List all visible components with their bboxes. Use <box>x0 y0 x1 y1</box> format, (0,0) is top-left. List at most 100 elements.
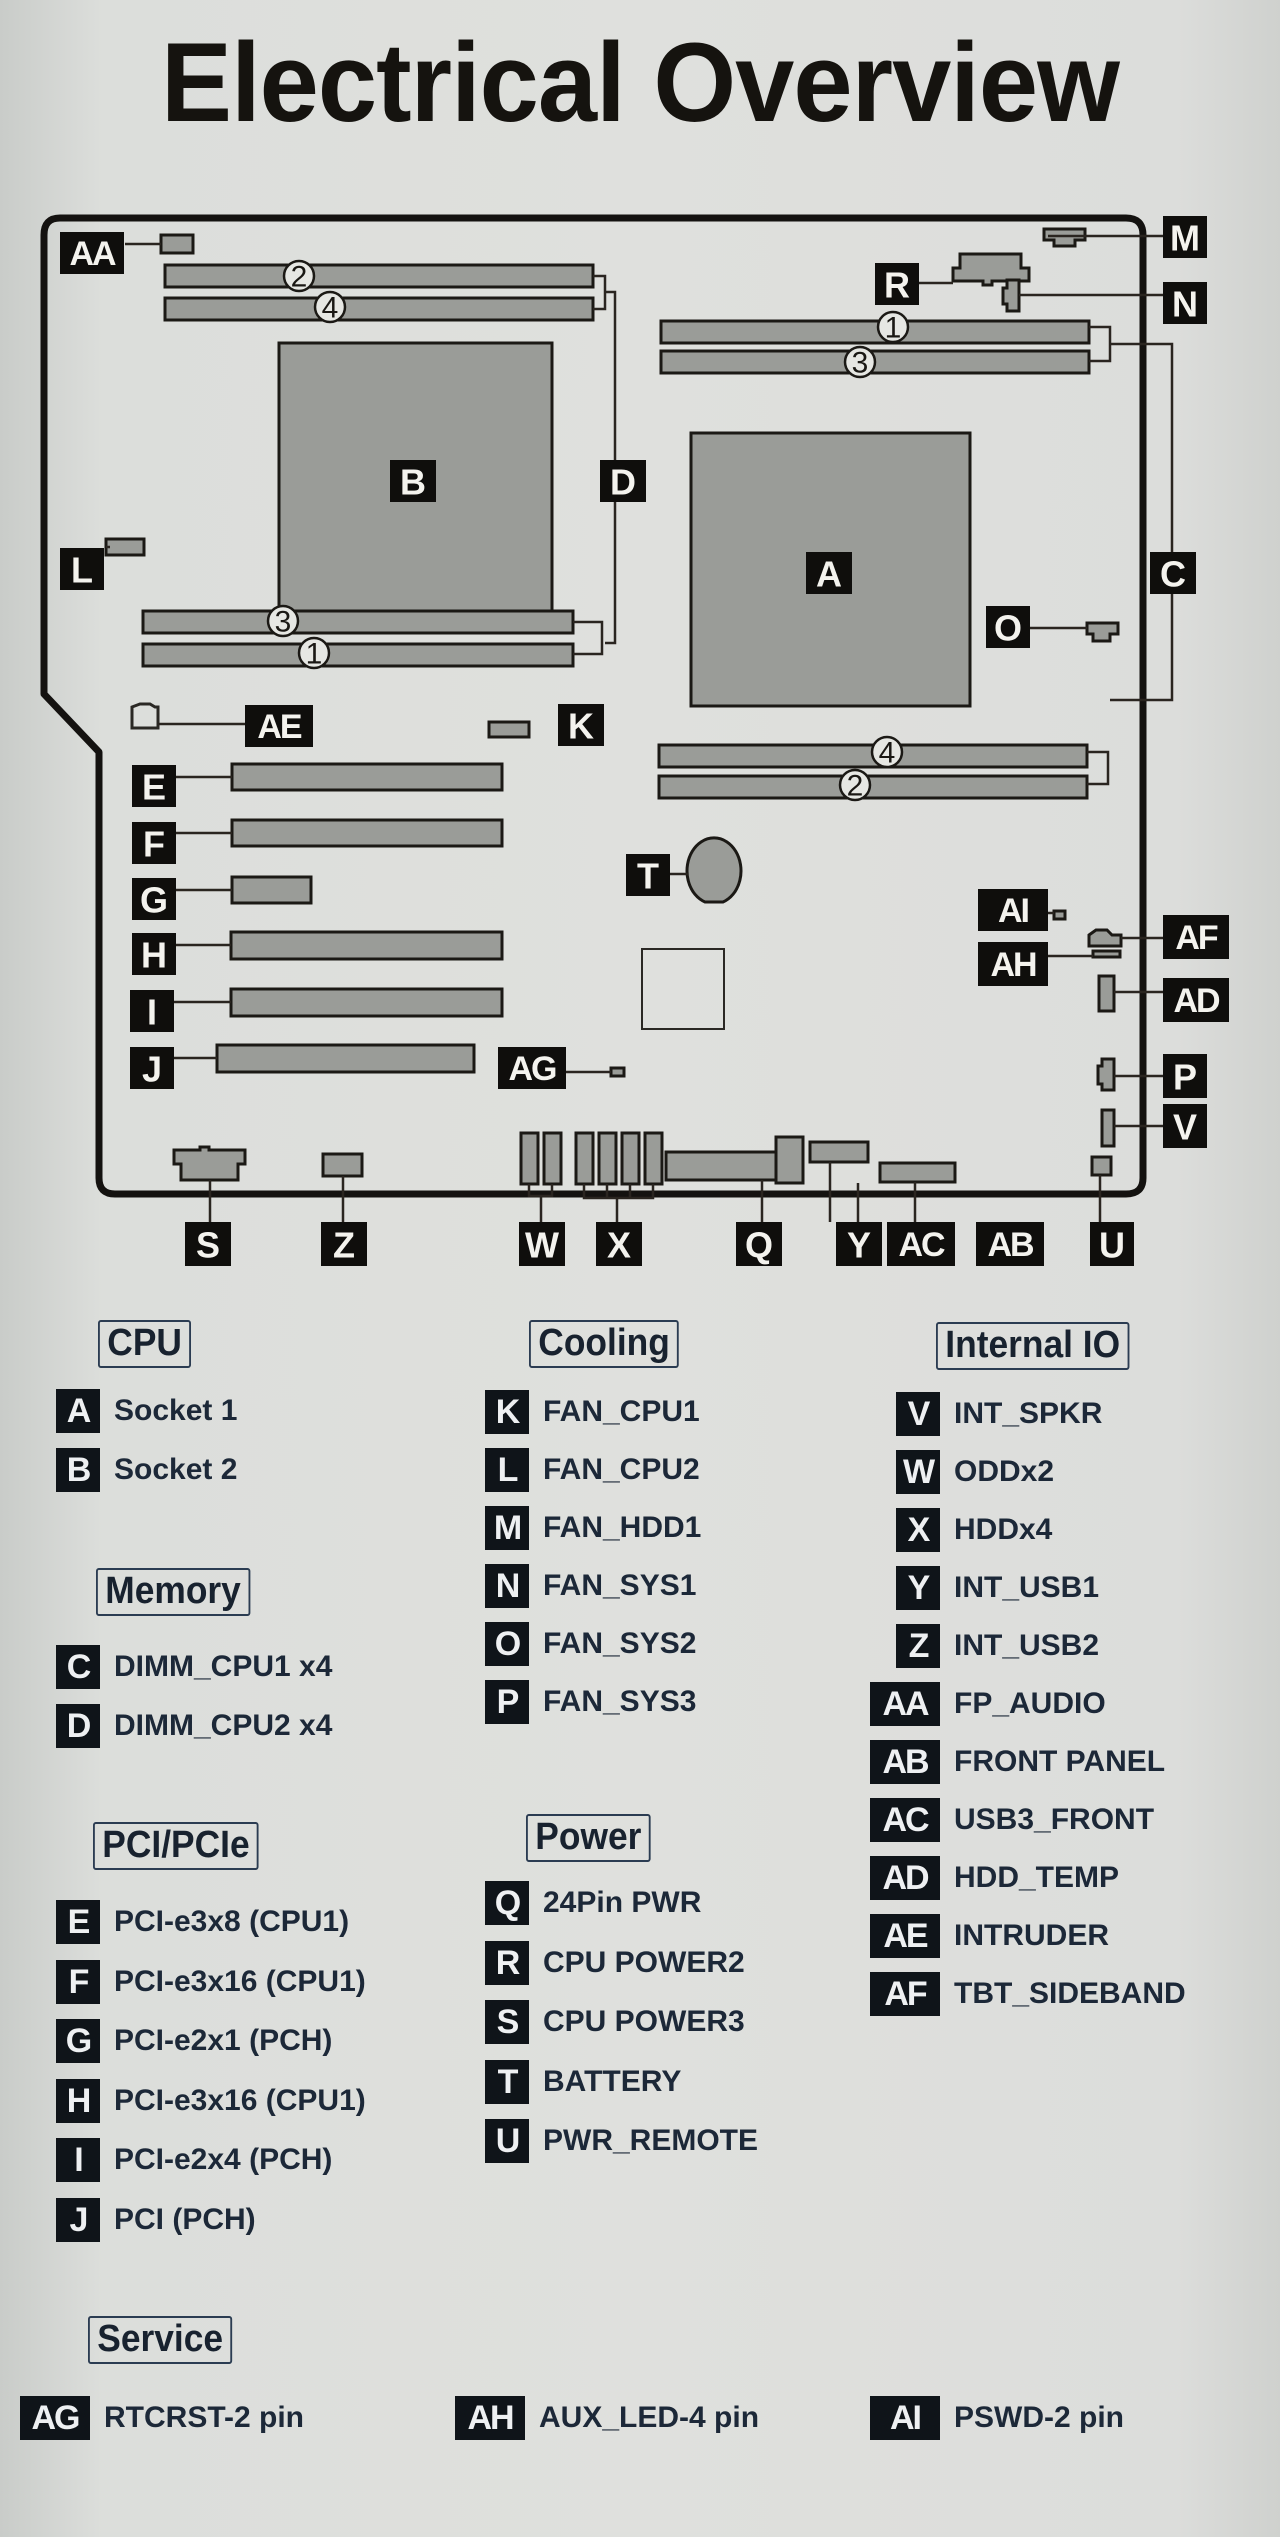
pci-slot-j[interactable] <box>215 1043 476 1074</box>
hdd-sata-3[interactable] <box>620 1131 641 1186</box>
diagram-tag-a[interactable]: A <box>806 552 852 595</box>
tag-background <box>1163 1054 1207 1098</box>
tag-background <box>626 854 670 896</box>
diagram-tag-m[interactable]: M <box>1163 216 1207 259</box>
diagram-tag-ai[interactable]: AI <box>978 889 1048 931</box>
diagram-tag-k[interactable]: K <box>558 704 604 747</box>
odd-sata-2[interactable] <box>542 1131 563 1186</box>
dimm-cpu1-slot-2[interactable] <box>657 774 1089 800</box>
diagram-tag-r[interactable]: R <box>875 263 919 306</box>
cpu-power2-connector[interactable] <box>951 252 1031 287</box>
tag-background <box>1090 1222 1134 1266</box>
int-usb2-header[interactable] <box>321 1152 364 1178</box>
pci-slot-f[interactable] <box>230 818 504 848</box>
hdd-temp-header[interactable] <box>1097 974 1116 1013</box>
diagram-tag-ab[interactable]: AB <box>976 1222 1044 1266</box>
fan-sys1-header[interactable] <box>1001 278 1021 313</box>
tag-background <box>600 460 646 502</box>
aux-led-header[interactable] <box>1091 949 1122 959</box>
pwr-remote-header[interactable] <box>1090 1155 1113 1177</box>
diagram-tag-q[interactable]: Q <box>736 1222 782 1266</box>
tag-label: C <box>1160 554 1186 595</box>
fan-cpu2-header[interactable] <box>104 537 146 557</box>
dimm-cpu1-slot-1[interactable] <box>659 319 1091 345</box>
diagram-tag-l[interactable]: L <box>60 548 104 591</box>
diagram-tag-j[interactable]: J <box>130 1047 174 1090</box>
diagram-tag-af[interactable]: AF <box>1163 915 1229 959</box>
legend-tag: N <box>485 1564 529 1608</box>
diagram-tag-p[interactable]: P <box>1163 1054 1207 1098</box>
diagram-tag-aa[interactable]: AA <box>60 232 124 274</box>
diagram-tag-e[interactable]: E <box>132 765 176 808</box>
int-spkr-header[interactable] <box>1100 1108 1116 1148</box>
diagram-tag-y[interactable]: Y <box>836 1222 882 1266</box>
legend-heading-cooling: Cooling <box>529 1320 680 1368</box>
diagram-tag-z[interactable]: Z <box>321 1222 367 1266</box>
fan-sys2-header[interactable] <box>1085 621 1120 643</box>
battery[interactable] <box>685 836 743 904</box>
diagram-tag-ae[interactable]: AE <box>245 705 313 747</box>
diagram-tag-o[interactable]: O <box>986 606 1030 649</box>
legend-label: FAN_CPU1 <box>543 1395 700 1428</box>
front-panel-header[interactable] <box>878 1161 957 1184</box>
diagram-tag-s[interactable]: S <box>185 1222 231 1266</box>
tag-background <box>132 822 176 864</box>
legend-label: 24Pin PWR <box>543 1886 702 1919</box>
tag-label: J <box>142 1049 162 1090</box>
legend-heading-memory: Memory <box>96 1568 251 1616</box>
hdd-sata-1[interactable] <box>574 1131 595 1186</box>
pswd-jumper[interactable] <box>1052 909 1067 921</box>
cpu-power3-connector[interactable] <box>172 1145 247 1182</box>
diagram-tag-v[interactable]: V <box>1163 1104 1207 1148</box>
diagram-tag-x[interactable]: X <box>596 1222 642 1266</box>
tag-background <box>1163 1104 1207 1148</box>
dimm-number-circles: 2 4 3 1 1 3 4 2 <box>266 259 910 803</box>
legend-label: DIMM_CPU1 x4 <box>114 1650 333 1683</box>
dimm-cpu2-slot-3[interactable] <box>141 609 575 635</box>
fan-sys3-header[interactable] <box>1096 1057 1116 1092</box>
pci-slot-g[interactable] <box>230 875 313 905</box>
odd-sata-1[interactable] <box>519 1131 540 1186</box>
diagram-tag-u[interactable]: U <box>1090 1222 1134 1266</box>
rtcrst-jumper[interactable] <box>609 1066 626 1078</box>
diagram-tag-h[interactable]: H <box>132 933 176 976</box>
diagram-tag-i[interactable]: I <box>130 990 174 1033</box>
fan-hdd1-header[interactable] <box>1042 227 1087 248</box>
board-outline <box>40 214 1147 1198</box>
legend-tag: W <box>896 1450 940 1494</box>
legend-tag: R <box>485 1940 529 1985</box>
diagram-tag-ac[interactable]: AC <box>887 1222 955 1266</box>
pci-slot-i[interactable] <box>229 987 504 1018</box>
diagram-tag-d[interactable]: D <box>600 460 646 503</box>
diagram-tag-ah[interactable]: AH <box>978 942 1048 986</box>
tag-label: G <box>140 880 168 921</box>
diagram-tag-f[interactable]: F <box>132 822 176 865</box>
tbt-sideband-header[interactable] <box>1087 928 1123 948</box>
diagram-tag-b[interactable]: B <box>390 460 436 503</box>
diagram-tag-w[interactable]: W <box>519 1222 565 1266</box>
pci-slot-e[interactable] <box>230 762 504 792</box>
diagram-tag-ag[interactable]: AG <box>498 1047 566 1089</box>
dimm-cpu2-slot-1[interactable] <box>141 642 575 668</box>
pci-slot-h[interactable] <box>229 930 504 961</box>
intruder-header[interactable] <box>130 702 160 730</box>
usb3-front-header[interactable] <box>808 1140 870 1164</box>
hdd-sata-2[interactable] <box>597 1131 618 1186</box>
legend-tag: E <box>56 1900 100 1944</box>
fan-cpu1-header[interactable] <box>487 720 531 739</box>
diagram-tag-t[interactable]: T <box>626 854 670 897</box>
fp-audio-header[interactable] <box>159 233 195 255</box>
dimm-cpu2-slot-2[interactable] <box>163 263 595 289</box>
int-usb1-header[interactable] <box>774 1135 805 1185</box>
diagram-tag-n[interactable]: N <box>1163 282 1207 325</box>
dimm-cpu2-slot-4[interactable] <box>163 296 595 322</box>
hdd-sata-4[interactable] <box>643 1131 664 1186</box>
diagram-tag-c[interactable]: C <box>1150 552 1196 595</box>
diagram-tag-g[interactable]: G <box>132 878 176 921</box>
diagram-tag-ad[interactable]: AD <box>1163 978 1229 1022</box>
